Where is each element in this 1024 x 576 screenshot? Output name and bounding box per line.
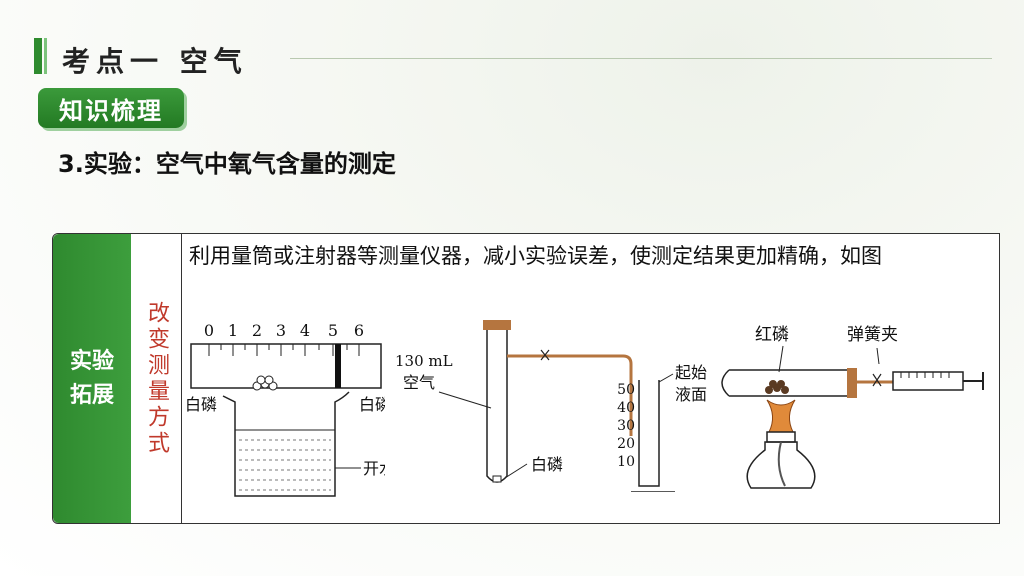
title-divider: [290, 58, 992, 59]
glass-tube: [190, 343, 382, 389]
cylinder-tick-40: 40: [617, 400, 635, 416]
description-text: 利用量筒或注射器等测量仪器，减小实验误差，使测定结果更加精确，如图: [189, 244, 882, 268]
category-cell: 实验 拓展: [53, 234, 131, 523]
figure-syringe-apparatus: 红磷 弹簧夹: [721, 325, 984, 489]
section-badge: 知识梳理: [38, 88, 184, 128]
label-spring-clamp: 弹簧夹: [847, 325, 898, 345]
label-phosphorus-left: 白磷: [185, 395, 217, 414]
label-red-phosphorus: 红磷: [755, 325, 789, 345]
tube-plug: [335, 344, 341, 388]
figure-cylinder-apparatus: 130 mL 空气 白磷 50 40 30 20 10 起始 液面: [395, 320, 707, 492]
ruler-tick-0: 0: [204, 321, 214, 340]
alcohol-lamp: [746, 441, 816, 489]
ruler-tick-3: 3: [276, 321, 286, 340]
ruler-tick-labels: 0 1 2 3 4 5 6: [204, 321, 364, 340]
title-accent-bar: [34, 38, 42, 74]
tube-stopper: [847, 368, 857, 398]
ruler-tick-1: 1: [228, 321, 238, 340]
ruler-tick-5: 5: [328, 321, 338, 340]
phosphorus-pieces: [252, 375, 278, 391]
combustion-tube: [721, 369, 847, 397]
label-air: 空气: [403, 373, 435, 392]
label-phosphorus-right: 白磷: [359, 395, 385, 414]
subcategory-label: 改变测量方式: [144, 300, 169, 457]
syringe-barrel: [892, 371, 964, 391]
cylinder-tick-50: 50: [617, 382, 635, 398]
label-boiling-water: 开水: [363, 459, 385, 478]
ruler-tick-2: 2: [252, 321, 262, 340]
label-start: 起始: [675, 363, 707, 382]
flame: [766, 399, 796, 433]
label-surface: 液面: [675, 385, 707, 404]
ruler-tick-4: 4: [300, 321, 310, 340]
label-air-volume: 130 mL: [395, 352, 453, 370]
subcategory-cell: 改变测量方式: [131, 234, 182, 523]
section-subtitle: 3.实验：空气中氧气含量的测定: [58, 150, 396, 178]
test-tube: [486, 330, 508, 483]
tube-clamp: [540, 349, 550, 361]
figure-beaker-apparatus: 0 1 2 3 4 5 6 白磷: [185, 321, 385, 497]
syringe-plunger: [963, 372, 984, 390]
ruler-tick-6: 6: [354, 321, 364, 340]
cylinder-tick-30: 30: [617, 418, 635, 434]
beaker: [222, 391, 350, 497]
category-label: 实验 拓展: [69, 348, 114, 408]
page-title: 考点一 空气: [62, 45, 248, 78]
red-phosphorus-pile: [765, 380, 789, 394]
cylinder-tick-20: 20: [617, 436, 635, 452]
label-white-phosphorus: 白磷: [531, 455, 563, 474]
title-accent-bar-light: [44, 38, 47, 74]
delivery-tube: [507, 354, 633, 436]
cylinder-tick-10: 10: [617, 454, 635, 470]
graduated-cylinder: [638, 380, 660, 487]
content-table: 实验 拓展 改变测量方式 利用量筒或注射器等测量仪器，减小实验误差，使测定结果更…: [52, 233, 1000, 524]
test-tube-stopper: [483, 320, 511, 330]
